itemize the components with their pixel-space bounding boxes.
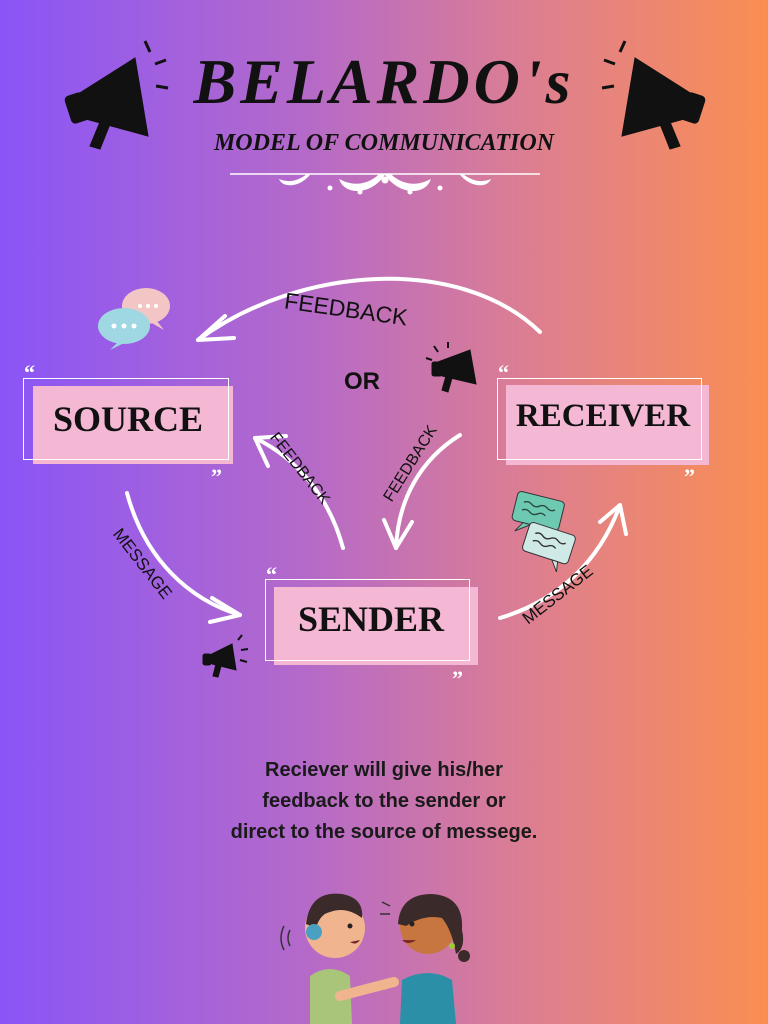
chat-bubbles-icon bbox=[98, 288, 170, 350]
node-sender-frame bbox=[265, 579, 470, 661]
arrow-message-right bbox=[498, 503, 622, 620]
megaphone-icon-right bbox=[601, 40, 706, 150]
open-quote: “ bbox=[266, 562, 277, 587]
node-receiver-fill bbox=[506, 385, 709, 465]
open-quote: “ bbox=[24, 360, 35, 385]
megaphone-icon-tiny bbox=[202, 634, 249, 678]
megaphone-icon-left bbox=[64, 40, 169, 150]
people-talking-illustration bbox=[280, 893, 470, 1024]
arrow-feedback-top bbox=[196, 276, 542, 342]
node-source-frame bbox=[23, 378, 229, 460]
close-quote: ” bbox=[211, 464, 222, 489]
ornament-divider bbox=[230, 173, 540, 195]
node-source-fill bbox=[33, 386, 233, 464]
node-receiver-frame bbox=[497, 378, 702, 460]
page-subtitle: MODEL OF COMMUNICATION bbox=[213, 130, 555, 156]
caption-line-2: feedback to the sender or bbox=[262, 790, 506, 812]
boy-figure bbox=[280, 893, 399, 1024]
page-title: BELARDO's bbox=[193, 46, 575, 117]
megaphone-icon-small bbox=[425, 342, 477, 393]
message-bubbles-icon bbox=[511, 491, 576, 572]
node-sender-label: SENDER bbox=[297, 599, 445, 639]
caption-line-3: direct to the source of messege. bbox=[230, 821, 538, 843]
close-quote: ” bbox=[684, 464, 695, 489]
node-source-label: SOURCE bbox=[52, 399, 204, 439]
close-quote: ” bbox=[452, 666, 463, 691]
node-sender-fill bbox=[274, 587, 478, 665]
or-label: OR bbox=[344, 368, 380, 395]
open-quote: “ bbox=[498, 360, 509, 385]
node-receiver-label: RECEIVER bbox=[515, 398, 691, 434]
caption: Reciever will give his/her feedback to t… bbox=[0, 755, 768, 848]
arrow-message-left bbox=[125, 491, 242, 617]
arrow-feedback-left bbox=[253, 436, 345, 550]
arrow-feedback-right bbox=[394, 433, 462, 550]
caption-line-1: Reciever will give his/her bbox=[265, 759, 503, 781]
girl-figure bbox=[380, 894, 470, 1024]
